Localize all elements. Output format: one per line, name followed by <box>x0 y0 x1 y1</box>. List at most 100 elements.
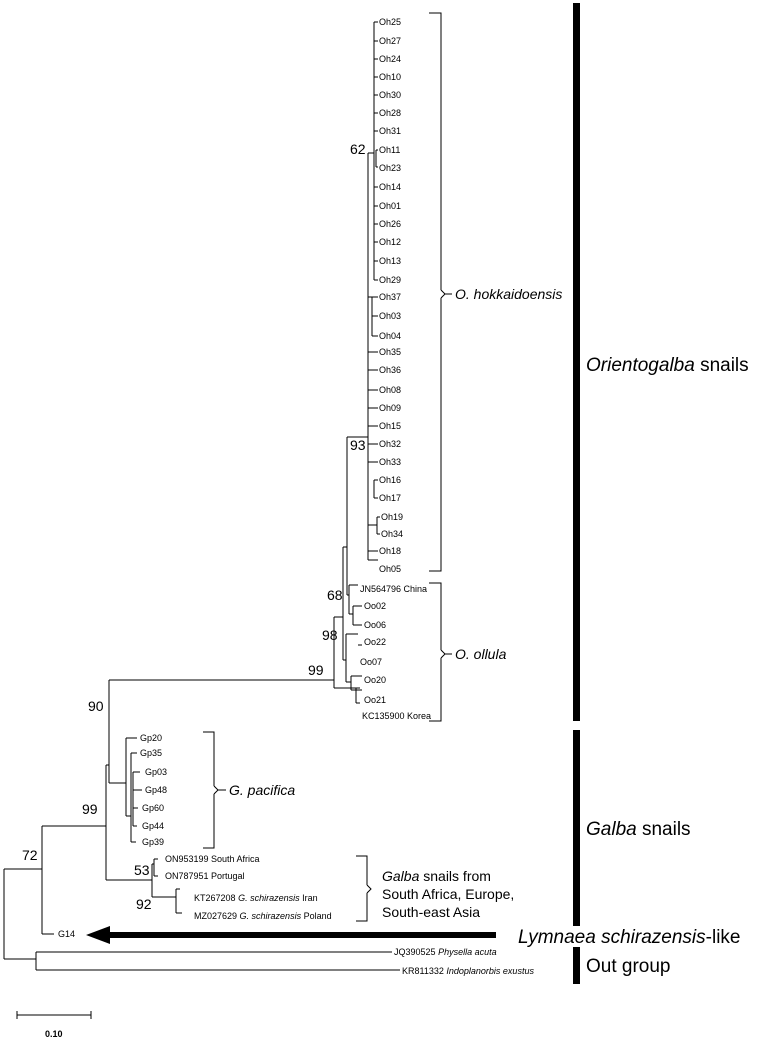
gp-inner <box>130 752 137 843</box>
clade-labels: O. hokkaidoensis O. ollula G. pacifica G… <box>229 286 562 920</box>
tip-label: Oh18 <box>379 546 401 556</box>
tip-label: Oh11 <box>379 145 400 155</box>
tip-label: ON787951 Portugal <box>165 871 245 881</box>
tip-label: Oh08 <box>379 385 401 395</box>
oo-upper <box>348 584 358 615</box>
tip-label: Oo20 <box>364 675 386 685</box>
bootstrap-53: 53 <box>134 862 150 878</box>
outgroup-branches <box>35 951 400 971</box>
tip-label: MZ027629 G. schirazensis Poland <box>194 911 332 921</box>
bracket-oh-tip <box>440 289 446 299</box>
tip-label: Oh03 <box>379 311 401 321</box>
gp-tips2 <box>133 789 142 809</box>
tip-label: KT267208 G. schirazensis Iran <box>194 893 318 903</box>
tip-label: Oh05 <box>379 564 401 574</box>
tip-label: KR811332 Indoplanorbis exustus <box>402 966 534 976</box>
tip-label: Oh32 <box>379 439 401 449</box>
oo20-21 <box>350 675 362 691</box>
tip-label: Oh37 <box>379 292 401 302</box>
node-68 <box>346 437 349 596</box>
bootstrap-92: 92 <box>136 896 152 912</box>
tip-label: Gp20 <box>140 733 162 743</box>
gp-inner2 <box>132 771 140 827</box>
bootstrap-62: 62 <box>350 141 366 157</box>
scale-bar-line <box>16 1011 92 1019</box>
node-92-tips <box>175 888 182 914</box>
bootstrap-68: 68 <box>327 587 343 603</box>
clade-label-gp: G. pacifica <box>229 782 295 798</box>
tip-label: Oh29 <box>379 275 401 285</box>
tip-label: Oh09 <box>379 403 401 413</box>
bootstrap-values: 62 93 68 98 99 90 99 72 53 92 <box>22 141 366 912</box>
tip-label: Oh16 <box>379 475 401 485</box>
oh11-23 <box>375 149 378 168</box>
tip-label: Oo07 <box>360 657 382 667</box>
tip-label: Oh12 <box>379 237 401 247</box>
group-bars <box>573 3 580 984</box>
oh35-33 <box>368 351 378 463</box>
tip-label: Oh30 <box>379 90 401 100</box>
bootstrap-98: 98 <box>322 627 338 643</box>
group-label-galba: Galba snails <box>586 819 691 840</box>
tip-label: KC135900 Korea <box>362 711 431 721</box>
bootstrap-93: 93 <box>350 437 366 453</box>
tip-label: Gp60 <box>142 803 164 813</box>
node-98 <box>342 546 347 660</box>
bootstrap-99b: 99 <box>82 801 98 817</box>
tip-label: ON953199 South Africa <box>165 854 260 864</box>
gp-tip-labels: Gp20 Gp35 Gp03 Gp48 Gp60 Gp44 Gp39 <box>140 733 167 847</box>
tip-label: Gp39 <box>142 837 164 847</box>
oh19-34 <box>374 516 380 535</box>
bracket-oo <box>429 582 442 722</box>
tip-label: Oh34 <box>381 529 403 539</box>
gp-node <box>125 737 137 817</box>
tip-label: Oo06 <box>364 620 386 630</box>
node-99a-branches <box>334 616 356 689</box>
node-53-tips <box>153 858 158 877</box>
tip-label: JQ390525 Physella acuta <box>394 947 497 957</box>
group-label-outgroup: Out group <box>586 956 671 977</box>
tip-label: Oh15 <box>379 421 401 431</box>
oh18-05 <box>368 550 378 561</box>
tip-label: Gp35 <box>140 748 162 758</box>
tip-label: Oo02 <box>364 601 386 611</box>
tip-label: Gp44 <box>142 821 164 831</box>
tip-label: Oh10 <box>379 72 401 82</box>
oh16-17 <box>373 479 378 499</box>
tip-label: Oh17 <box>379 493 401 503</box>
tip-label: Gp48 <box>145 785 167 795</box>
bracket-galba-other-tip <box>366 884 372 894</box>
group-label-lymnaea: Lymnaea schirazensis-like <box>518 927 740 948</box>
bracket-galba-other <box>356 855 368 922</box>
clade-label-oo: O. ollula <box>455 646 507 662</box>
oo-tip-labels: JN564796 China Oo02 Oo06 Oo22 Oo07 Oo20 … <box>360 584 431 721</box>
tip-label: JN564796 China <box>360 584 427 594</box>
bar-orientogalba <box>573 3 580 721</box>
clade-label-galba-line2: South Africa, Europe, <box>382 886 514 902</box>
bootstrap-99a: 99 <box>308 662 324 678</box>
tip-label: Oh33 <box>379 457 401 467</box>
tip-label: Oo22 <box>364 637 386 647</box>
tip-label: Oh04 <box>379 331 401 341</box>
clade-brackets <box>203 12 452 922</box>
bootstrap-72: 72 <box>22 847 38 863</box>
group-label-orientogalba: Orientogalba snails <box>586 355 749 376</box>
bootstrap-90: 90 <box>88 698 104 714</box>
oo02-06 <box>352 605 362 626</box>
tip-label: Oh27 <box>379 36 401 46</box>
bracket-gp-tip <box>213 785 219 795</box>
tip-label: Oh01 <box>379 201 401 211</box>
tip-label: Oh31 <box>379 126 401 136</box>
scale-bar: 0.10 <box>16 1011 92 1039</box>
oh-upper-tips <box>374 21 378 281</box>
galba-other-tip-labels: ON953199 South Africa ON787951 Portugal … <box>58 854 534 976</box>
tree-branches <box>3 21 400 971</box>
clade-label-oh: O. hokkaidoensis <box>455 286 562 302</box>
arrow-lymnaea <box>86 926 496 944</box>
tip-label: Oh36 <box>379 365 401 375</box>
tip-label: Oo21 <box>364 695 386 705</box>
oh37-04 <box>368 296 378 337</box>
node-72 <box>41 826 54 935</box>
bracket-oh <box>429 12 442 572</box>
